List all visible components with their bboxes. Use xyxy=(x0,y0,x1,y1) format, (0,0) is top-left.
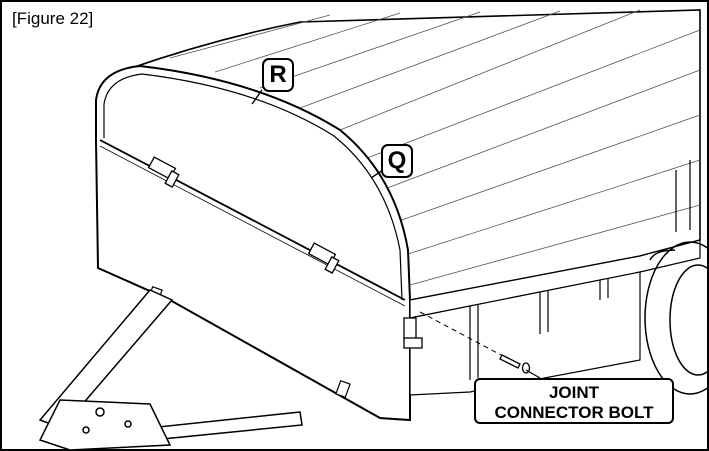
latch-upper xyxy=(147,156,180,188)
roof-ribs xyxy=(169,9,701,286)
side-panel xyxy=(409,271,641,396)
bolt-label-line2: CONNECTOR BOLT xyxy=(494,403,654,422)
wheel xyxy=(644,241,709,395)
side-stakes xyxy=(469,160,691,380)
joint-bracket xyxy=(403,317,423,349)
hinge-line-inner xyxy=(99,145,406,307)
figure-title: [Figure 22] xyxy=(10,9,96,29)
callout-r: R xyxy=(262,58,294,92)
callout-q: Q xyxy=(381,144,413,178)
latch-lower xyxy=(307,242,340,274)
front-end-cap xyxy=(95,64,411,422)
leader-r xyxy=(251,89,263,105)
joint-connector-bolt-label: JOINT CONNECTOR BOLT xyxy=(474,378,674,424)
bolt-label-line1: JOINT xyxy=(548,383,600,402)
end-cap-rim xyxy=(103,73,403,301)
leader-bolt xyxy=(525,369,541,379)
connector-bolt xyxy=(499,354,531,374)
tongue xyxy=(38,289,303,451)
